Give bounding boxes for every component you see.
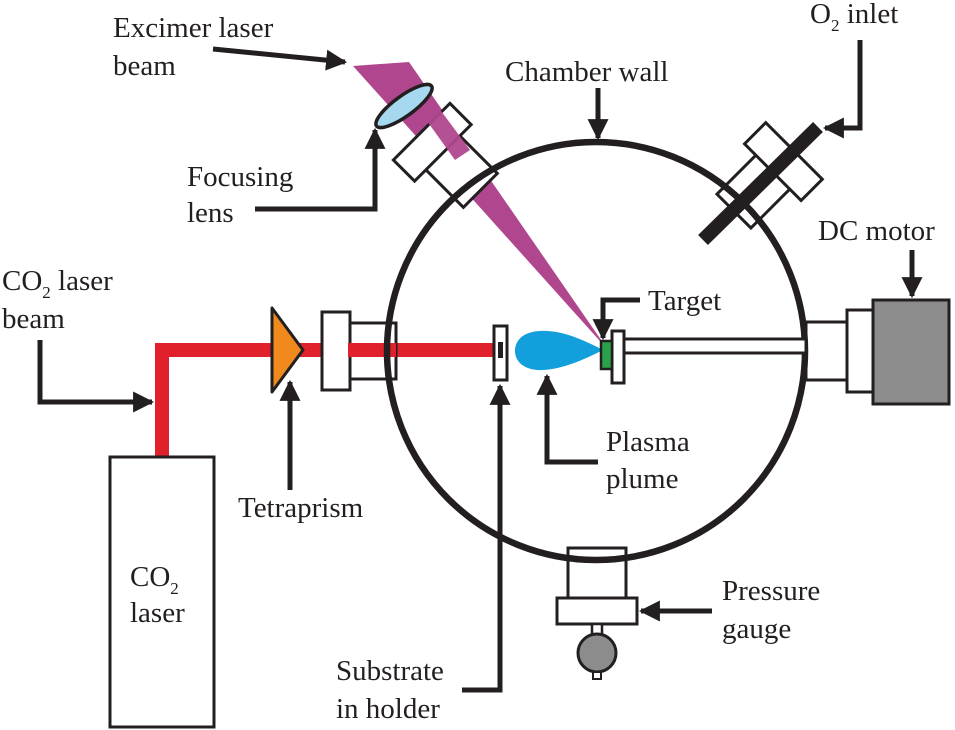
arrow-o2-inlet <box>822 40 863 139</box>
label-substrate-line1: Substrate <box>336 655 444 687</box>
arrow-focusing-lens <box>255 127 386 212</box>
target-holder <box>610 329 626 385</box>
label-focusing-line1: Focusing <box>187 161 293 193</box>
excimer-beam-through-port <box>409 96 470 160</box>
pressure-gauge-tip <box>592 671 602 680</box>
label-excimer-line1: Excimer laser <box>113 12 274 44</box>
label-co2-laser-line1: CO2 <box>130 561 179 598</box>
label-co2-laser-line2: laser <box>130 597 185 629</box>
label-target: Target <box>648 285 721 317</box>
label-focusing-line2: lens <box>187 197 234 229</box>
label-plasma-line1: Plasma <box>606 426 690 458</box>
right-port-tube <box>804 320 850 382</box>
arrow-plasma-plume <box>536 373 598 465</box>
substrate <box>498 342 503 358</box>
co2-laser-box <box>108 455 216 729</box>
label-co2-beam-line2: beam <box>2 303 65 335</box>
dc-motor <box>871 298 951 406</box>
arrow-excimer-beam <box>212 46 348 71</box>
label-tetraprism: Tetraprism <box>238 492 364 524</box>
label-excimer-line2: beam <box>113 50 176 82</box>
target-strip <box>599 339 614 371</box>
pressure-gauge-dial <box>576 632 618 674</box>
left-port-flange <box>320 310 352 392</box>
excimer-port <box>391 101 500 210</box>
label-co2-beam-line1: CO2 laser <box>2 265 113 302</box>
label-plasma-line2: plume <box>606 463 679 495</box>
excimer-laser-beam <box>353 62 608 350</box>
label-pressure-line2: gauge <box>722 613 791 645</box>
pressure-gauge-flange <box>555 596 639 626</box>
arrow-target <box>592 297 640 341</box>
label-chamber-wall: Chamber wall <box>505 56 668 88</box>
arrow-substrate <box>462 383 511 693</box>
label-pressure-line1: Pressure <box>722 575 820 607</box>
label-o2-inlet: O2 inlet <box>810 0 898 35</box>
o2-inlet-tube <box>698 122 823 245</box>
right-port-flange <box>845 308 875 394</box>
tetraprism <box>270 306 305 394</box>
label-substrate-line2: in holder <box>336 693 440 725</box>
motor-shaft <box>622 337 808 355</box>
plasma-plume <box>515 330 603 371</box>
focusing-lens <box>374 82 434 130</box>
arrow-co2-beam <box>37 340 155 413</box>
label-dc-motor: DC motor <box>818 215 935 247</box>
